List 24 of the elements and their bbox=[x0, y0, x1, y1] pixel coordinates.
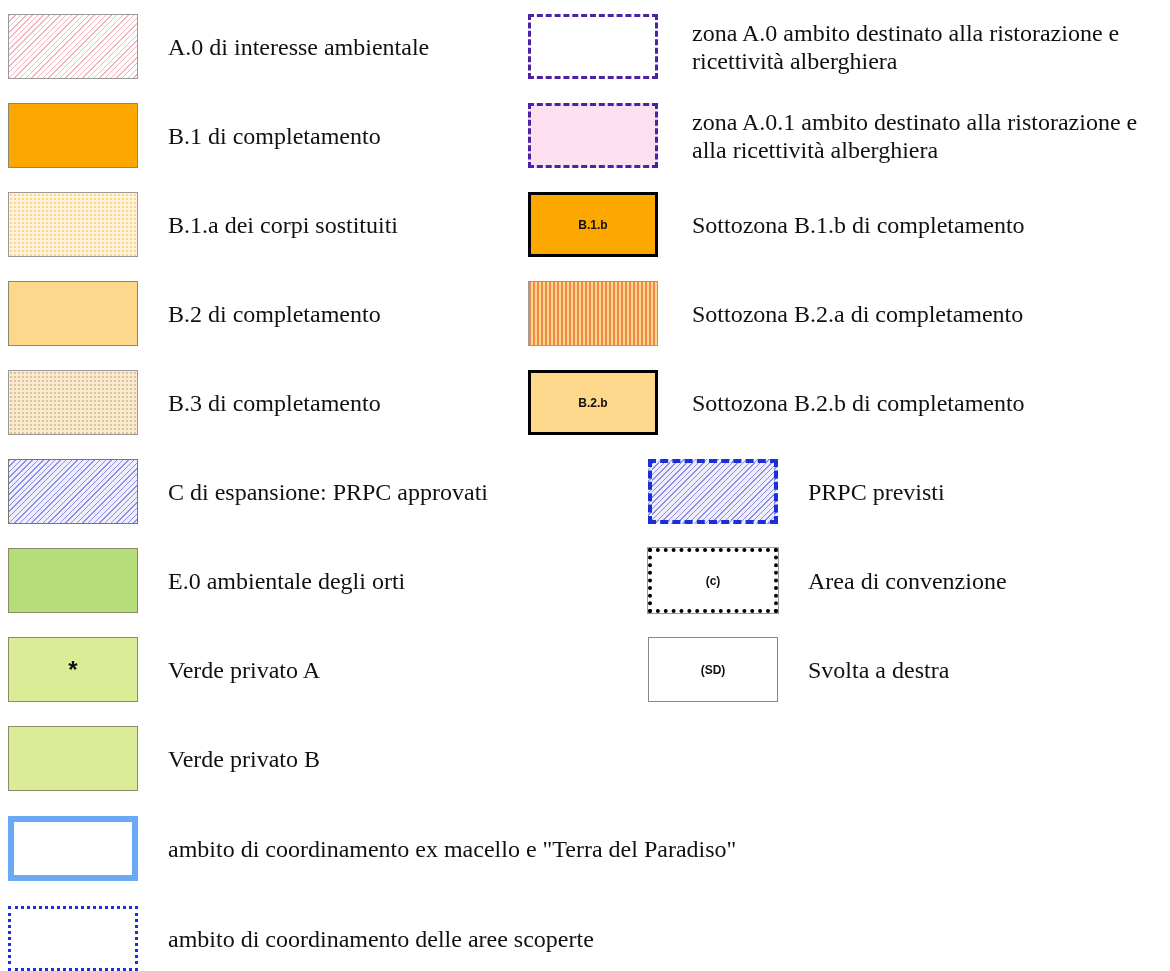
legend-text: B.1.a dei corpi sostituiti bbox=[168, 210, 398, 239]
legend-text: Verde privato B bbox=[168, 744, 320, 773]
swatch-label: * bbox=[68, 655, 78, 684]
legend-text: E.0 ambientale degli orti bbox=[168, 566, 406, 595]
swatch-label: B.1.b bbox=[578, 217, 608, 232]
legend-text: B.1 di completamento bbox=[168, 121, 381, 150]
legend-text: B.3 di completamento bbox=[168, 388, 381, 417]
legend-text: Sottozona B.2.a di completamento bbox=[692, 299, 1024, 328]
legend-text: C di espansione: PRPC approvati bbox=[168, 477, 488, 506]
swatch-label: (c) bbox=[705, 573, 721, 588]
legend-text: Svolta a destra bbox=[808, 655, 950, 684]
legend-text: Verde privato A bbox=[168, 655, 320, 684]
legend-text: B.2 di completamento bbox=[168, 299, 381, 328]
legend-text: ambito di coordinamento ex macello e "Terra del Paradiso" bbox=[168, 834, 737, 863]
swatch-label: (SD) bbox=[700, 662, 726, 677]
legend-text: ambito di coordinamento delle aree scoperte bbox=[168, 924, 594, 953]
legend-text: Area di convenzione bbox=[808, 566, 1007, 595]
legend-text: PRPC previsti bbox=[808, 477, 945, 506]
legend-text: Sottozona B.1.b di completamento bbox=[692, 210, 1025, 239]
legend-text: zona A.0 ambito destinato alla ristorazione e ricettività alberghiera bbox=[692, 18, 1121, 75]
legend-text: zona A.0.1 ambito destinato alla ristorazione e alla ricettività alberghiera bbox=[692, 107, 1139, 164]
legend-text: A.0 di interesse ambientale bbox=[168, 32, 430, 61]
legend-text: Sottozona B.2.b di completamento bbox=[692, 388, 1025, 417]
swatch-label: B.2.b bbox=[578, 395, 608, 410]
